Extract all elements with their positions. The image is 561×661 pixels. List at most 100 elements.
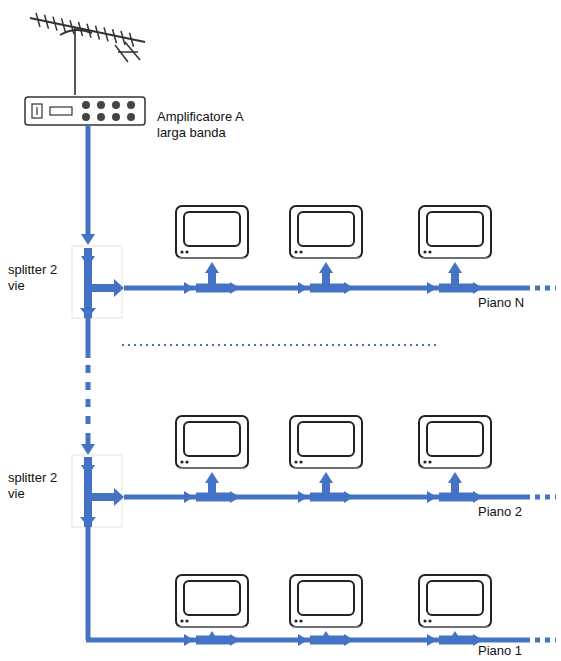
television-button bbox=[185, 460, 188, 463]
television bbox=[176, 416, 248, 468]
splitter-label: splitter 2 vie bbox=[8, 262, 60, 294]
antenna-element bbox=[53, 17, 57, 31]
arrow-head bbox=[298, 634, 308, 646]
cable-line bbox=[86, 318, 91, 358]
television-button bbox=[423, 619, 426, 622]
amplifier-switch bbox=[32, 104, 42, 118]
amplifier-label: Amplificatore A larga banda bbox=[157, 109, 247, 141]
antenna-element bbox=[115, 45, 128, 62]
tap-body bbox=[208, 271, 216, 288]
antenna-dipole bbox=[60, 30, 92, 35]
antenna-element bbox=[130, 33, 134, 47]
amplifier-knob bbox=[82, 113, 90, 121]
antenna-mast bbox=[74, 28, 76, 95]
television-screen bbox=[427, 581, 483, 615]
arrow-head bbox=[344, 634, 354, 646]
tap-body bbox=[451, 271, 459, 288]
arrow-head bbox=[448, 472, 462, 483]
television-base bbox=[292, 258, 360, 259]
arrow-head bbox=[319, 262, 333, 273]
arrow-head bbox=[81, 465, 95, 476]
television-button bbox=[294, 250, 297, 253]
television bbox=[176, 206, 248, 258]
arrow-head bbox=[184, 282, 194, 294]
television-screen bbox=[298, 422, 354, 456]
amplifier-knob bbox=[97, 113, 105, 121]
arrow-head bbox=[81, 256, 95, 267]
television-base bbox=[421, 627, 489, 628]
arrow-head bbox=[184, 634, 194, 646]
television-button bbox=[428, 619, 431, 622]
television-base bbox=[421, 468, 489, 469]
cable-continuation bbox=[535, 638, 556, 643]
amplifier-knob bbox=[112, 101, 120, 109]
amplifier-knob bbox=[127, 113, 135, 121]
antenna-element bbox=[45, 15, 49, 29]
cable-line bbox=[86, 440, 91, 450]
antenna-element bbox=[36, 13, 40, 27]
arrow-head bbox=[81, 234, 95, 245]
television-base bbox=[178, 627, 246, 628]
splitter-label: splitter 2 vie bbox=[8, 470, 60, 502]
television-button bbox=[299, 250, 302, 253]
splitter-body bbox=[88, 284, 118, 292]
television-screen bbox=[298, 212, 354, 246]
television-button bbox=[423, 460, 426, 463]
television-base bbox=[292, 468, 360, 469]
arrow-head bbox=[230, 491, 240, 503]
television-screen bbox=[427, 212, 483, 246]
cable-line bbox=[86, 527, 91, 640]
arrow-head bbox=[298, 491, 308, 503]
television-button bbox=[180, 250, 183, 253]
arrow-head bbox=[230, 282, 240, 294]
television-screen bbox=[427, 422, 483, 456]
amplifier-display bbox=[50, 107, 72, 115]
television-button bbox=[428, 250, 431, 253]
arrow-head bbox=[344, 491, 354, 503]
tap-body bbox=[322, 271, 330, 288]
splitter-body bbox=[88, 493, 118, 501]
arrow-head bbox=[80, 308, 96, 318]
arrow-head bbox=[298, 282, 308, 294]
television-screen bbox=[184, 422, 240, 456]
arrow-head bbox=[427, 282, 437, 294]
antenna-element bbox=[121, 31, 125, 45]
tap-body bbox=[451, 481, 459, 497]
amplifier-switch bbox=[36, 107, 37, 115]
antenna-element bbox=[96, 26, 100, 40]
television-button bbox=[299, 460, 302, 463]
television-button bbox=[428, 460, 431, 463]
television bbox=[290, 575, 362, 627]
arrow-head bbox=[448, 631, 462, 642]
television-base bbox=[178, 258, 246, 259]
tap-body bbox=[322, 481, 330, 497]
antenna-element bbox=[62, 18, 66, 32]
television-base bbox=[292, 627, 360, 628]
arrow-head bbox=[319, 631, 333, 642]
cable-continuation bbox=[535, 495, 556, 500]
television-button bbox=[185, 250, 188, 253]
cable-line bbox=[86, 365, 91, 440]
floor-label: Piano 1 bbox=[478, 643, 548, 659]
arrow-head bbox=[114, 279, 124, 297]
television bbox=[290, 206, 362, 258]
antenna-element bbox=[70, 20, 74, 34]
arrow-head bbox=[473, 282, 483, 294]
cable-line bbox=[86, 125, 91, 240]
television bbox=[419, 575, 491, 627]
arrow-head bbox=[205, 631, 219, 642]
amplifier-knob bbox=[127, 101, 135, 109]
arrow-head bbox=[230, 634, 240, 646]
antenna-element bbox=[118, 51, 138, 53]
arrow-head bbox=[184, 491, 194, 503]
tap-body bbox=[208, 481, 216, 497]
floor-label: Piano N bbox=[478, 295, 548, 311]
arrow-head bbox=[319, 472, 333, 483]
amplifier-box bbox=[25, 97, 145, 125]
arrow-head bbox=[473, 491, 483, 503]
arrow-head bbox=[448, 262, 462, 273]
antenna-element bbox=[104, 27, 108, 41]
amplifier-knob bbox=[82, 101, 90, 109]
arrow-head bbox=[205, 262, 219, 273]
television-screen bbox=[184, 581, 240, 615]
